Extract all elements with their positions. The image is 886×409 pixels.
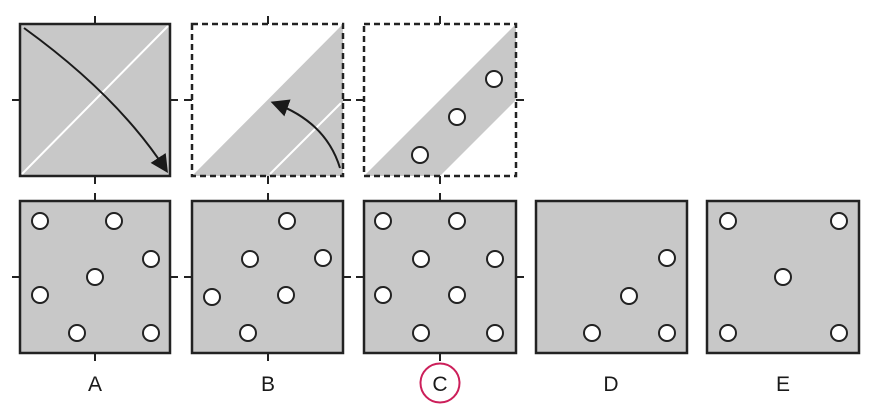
hole bbox=[719, 212, 737, 230]
hole bbox=[86, 268, 104, 286]
hole bbox=[412, 324, 430, 342]
option-label-e: E bbox=[776, 373, 790, 396]
dashed-outline bbox=[190, 22, 345, 178]
fold-line bbox=[269, 102, 342, 175]
option-a[interactable]: A bbox=[12, 193, 178, 396]
hole bbox=[486, 250, 504, 268]
unfolded-paper bbox=[190, 199, 345, 355]
hole bbox=[142, 250, 160, 268]
option-label-b: B bbox=[261, 373, 275, 396]
hole bbox=[314, 249, 332, 267]
hole bbox=[448, 286, 466, 304]
hole bbox=[830, 212, 848, 230]
hole bbox=[278, 212, 296, 230]
hole bbox=[658, 324, 676, 342]
hole bbox=[374, 286, 392, 304]
hole bbox=[31, 286, 49, 304]
folded-paper bbox=[192, 24, 343, 176]
hole bbox=[239, 324, 257, 342]
hole bbox=[658, 249, 676, 267]
option-label-c: C bbox=[432, 373, 447, 396]
hole bbox=[719, 324, 737, 342]
hole bbox=[31, 212, 49, 230]
hole bbox=[486, 324, 504, 342]
option-e[interactable]: E bbox=[705, 199, 861, 396]
option-b[interactable]: B bbox=[184, 193, 351, 396]
fold-step-1 bbox=[12, 16, 178, 184]
hole bbox=[774, 268, 792, 286]
option-label-a: A bbox=[88, 373, 102, 396]
dashed-outline bbox=[362, 22, 518, 178]
hole bbox=[241, 250, 259, 268]
hole bbox=[583, 324, 601, 342]
hole bbox=[412, 250, 430, 268]
fold-arrow-icon bbox=[23, 27, 168, 174]
punched-hole bbox=[411, 146, 429, 164]
hole bbox=[203, 288, 221, 306]
hole bbox=[105, 212, 123, 230]
hole bbox=[448, 212, 466, 230]
option-d[interactable]: D bbox=[534, 199, 689, 396]
option-label-d: D bbox=[603, 373, 618, 396]
fold-line bbox=[21, 25, 169, 175]
hole bbox=[142, 324, 160, 342]
fold-arrow-icon bbox=[270, 99, 341, 169]
hole bbox=[68, 324, 86, 342]
option-c[interactable]: C bbox=[356, 193, 524, 404]
fold-step-2 bbox=[184, 16, 351, 184]
folded-paper bbox=[364, 24, 516, 176]
fold-step-3 bbox=[356, 16, 524, 184]
hole bbox=[830, 324, 848, 342]
punched-hole bbox=[448, 108, 466, 126]
punched-hole bbox=[485, 70, 503, 88]
hole bbox=[277, 286, 295, 304]
hole bbox=[374, 212, 392, 230]
selected-answer-ring bbox=[419, 362, 461, 404]
hole bbox=[620, 287, 638, 305]
